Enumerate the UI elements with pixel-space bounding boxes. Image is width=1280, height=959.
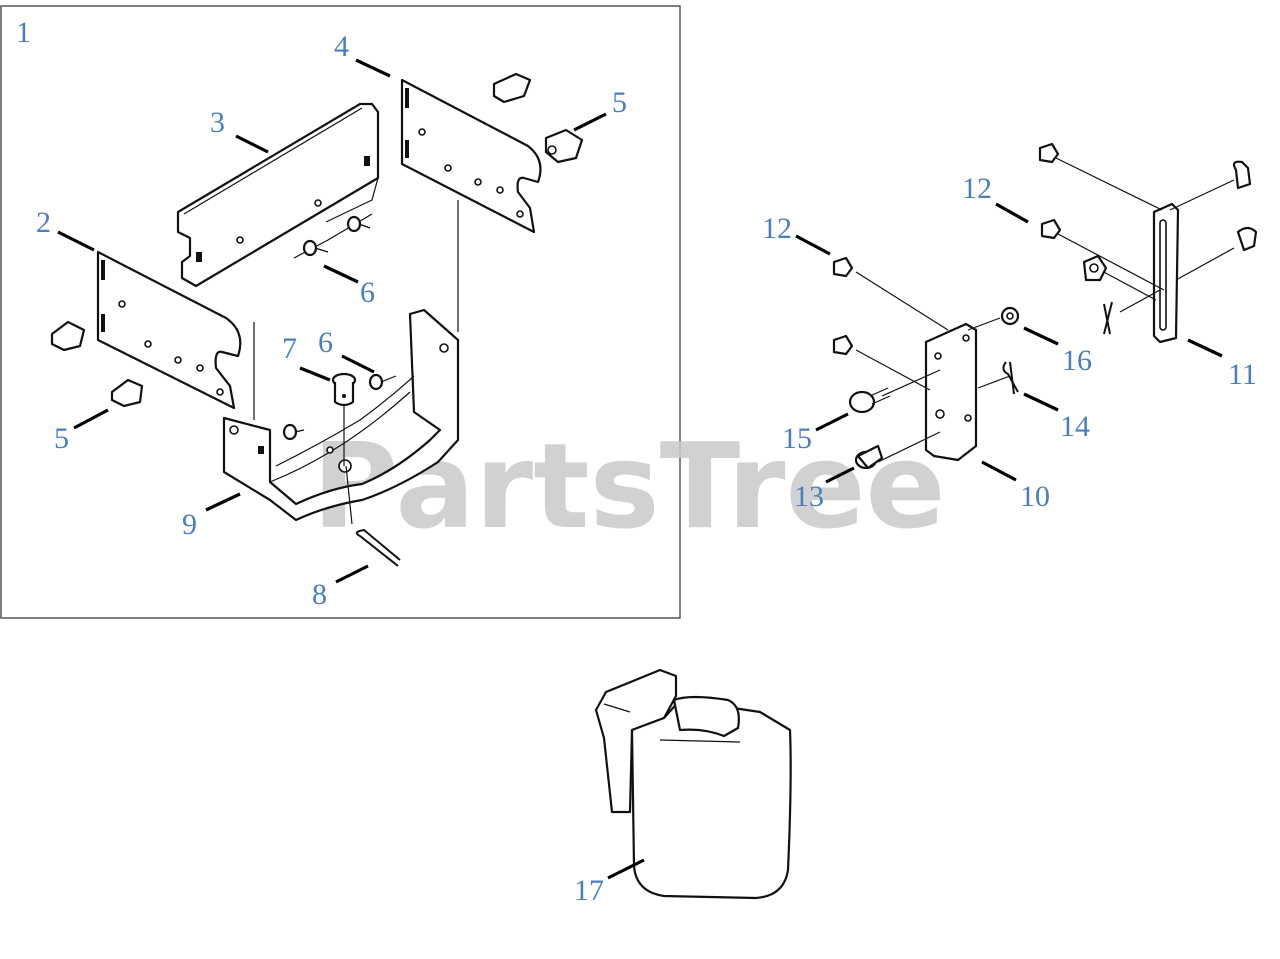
part-8-hairpin-clip <box>355 528 401 567</box>
callout-10: 10 <box>1020 480 1050 513</box>
part-9-u-bracket <box>222 308 460 522</box>
callout-12-right: 12 <box>962 172 992 205</box>
part-6-bolt-upper <box>302 215 371 257</box>
callout-11: 11 <box>1228 358 1257 391</box>
part-12-bolt-upper <box>1038 142 1062 240</box>
callout-17: 17 <box>574 874 604 907</box>
part-7-clevis-pin <box>331 372 357 407</box>
part-5-wing-knob-top <box>492 72 532 104</box>
callout-3: 3 <box>210 106 225 139</box>
right-assembly-lines <box>855 157 1235 463</box>
part-6-bolt-lower <box>282 373 397 441</box>
callout-16: 16 <box>1062 344 1092 377</box>
callout-5-right: 5 <box>612 86 627 119</box>
part-5-wing-knob-lower <box>110 378 144 408</box>
part-4-side-plate-right <box>400 78 542 234</box>
callout-5-left: 5 <box>54 422 69 455</box>
part-3-frame-plate <box>176 102 380 288</box>
part-11-flat-bar <box>1152 202 1180 344</box>
part-15-knob-bolt <box>848 387 891 414</box>
part-10-bracket <box>924 322 978 462</box>
callout-6-upper: 6 <box>360 276 375 309</box>
leader-lines <box>57 58 1223 880</box>
callout-9: 9 <box>182 508 197 541</box>
callout-2: 2 <box>36 206 51 239</box>
callout-6-lower: 6 <box>318 326 333 359</box>
part-2-side-plate-left <box>96 250 242 410</box>
assembly-number: 1 <box>16 16 31 49</box>
part-17-suitcase-weight <box>594 668 792 900</box>
callout-7: 7 <box>282 332 297 365</box>
part-12-bolt-lower <box>832 256 854 356</box>
callout-14: 14 <box>1060 410 1090 443</box>
callout-12-left: 12 <box>762 212 792 245</box>
part-5-wing-knob-right <box>544 128 584 164</box>
part-5-wing-knob-left <box>50 320 86 352</box>
callout-13: 13 <box>794 480 824 513</box>
callout-8: 8 <box>312 578 327 611</box>
right-hairpin-clip <box>1103 301 1113 335</box>
part-16-washer <box>1000 306 1020 326</box>
carriage-bolt-right <box>1082 160 1258 282</box>
part-13-clevis-pin <box>854 444 884 470</box>
watermark: PartsTree <box>312 417 946 555</box>
callout-15: 15 <box>782 422 812 455</box>
callout-4: 4 <box>334 30 349 63</box>
part-14-hairpin-clip <box>1002 361 1019 395</box>
assembly-frame <box>0 5 681 619</box>
